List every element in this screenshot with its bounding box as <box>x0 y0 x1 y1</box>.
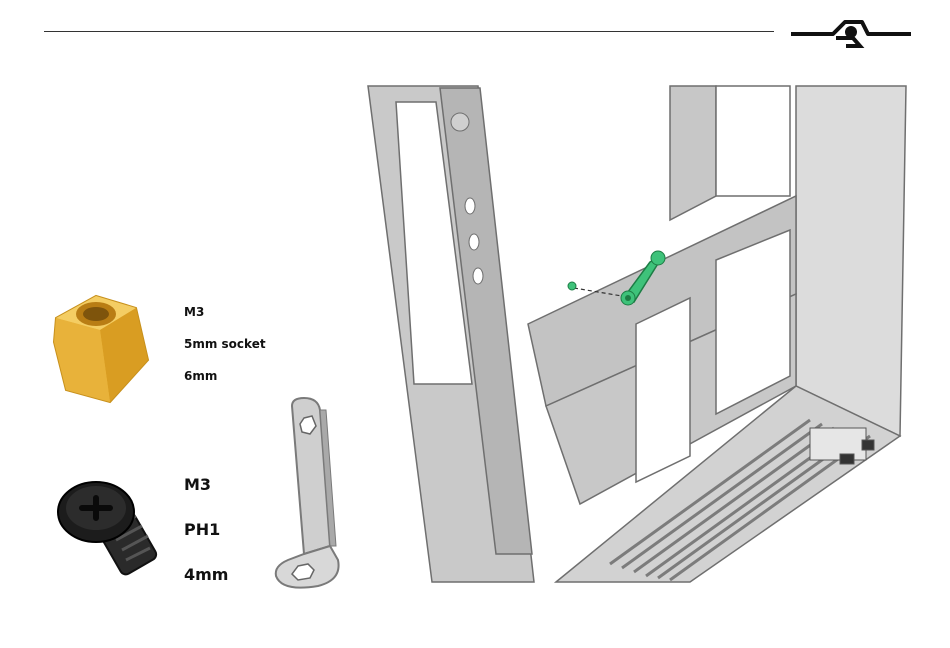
bracket-icon <box>268 396 354 594</box>
header-divider <box>44 31 774 32</box>
screw-drive-label: PH1 <box>184 520 220 539</box>
screw-icon <box>52 474 162 586</box>
screw-length-label: 4mm <box>184 565 228 584</box>
chassis-frame-icon <box>360 84 910 588</box>
screw-thread-label: M3 <box>184 475 211 494</box>
standoff-length-label: 6mm <box>184 369 217 383</box>
standoff-thread-label: M3 <box>184 305 204 319</box>
brand-logo-icon <box>788 12 914 50</box>
standoff-icon <box>44 290 174 415</box>
standoff-socket-label: 5mm socket <box>184 337 266 351</box>
